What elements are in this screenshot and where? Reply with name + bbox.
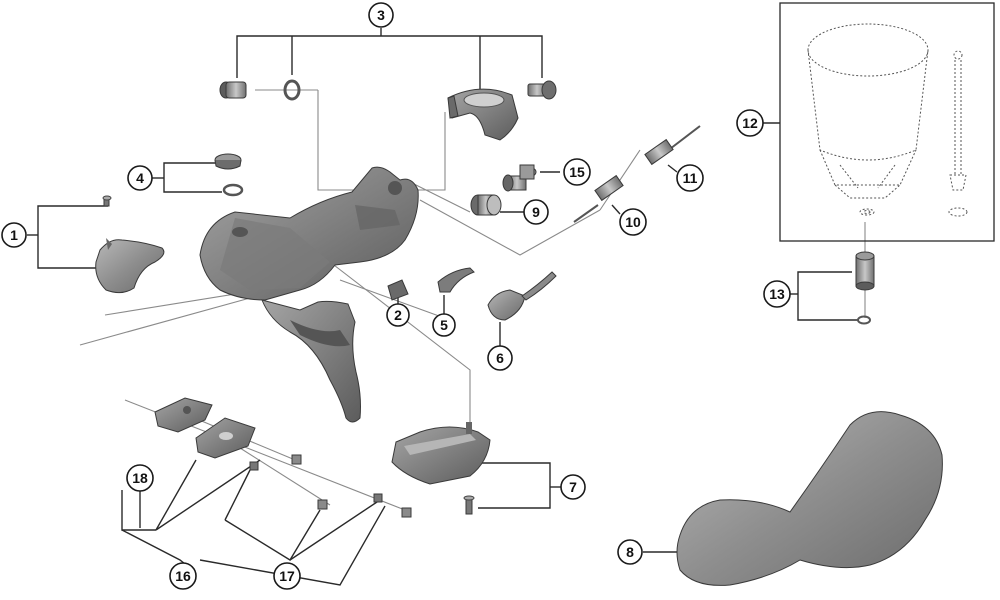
callout-3: 3 — [368, 2, 394, 28]
washer-part-3 — [283, 79, 301, 101]
cable-end-part-10 — [573, 174, 624, 223]
svg-text:7: 7 — [569, 479, 577, 495]
svg-text:8: 8 — [626, 544, 634, 560]
clamp-band-part-3 — [447, 88, 519, 141]
callout-16: 16 — [169, 562, 197, 590]
svg-text:10: 10 — [625, 214, 641, 230]
callout-8: 8 — [617, 539, 643, 565]
svg-text:3: 3 — [377, 7, 385, 23]
callout-7: 7 — [560, 474, 586, 500]
svg-text:15: 15 — [569, 164, 585, 180]
bolt-part-3-left — [219, 81, 247, 99]
callout-15: 15 — [563, 158, 591, 186]
svg-text:16: 16 — [175, 568, 191, 584]
screws-part-17 — [249, 454, 412, 518]
bracket-part-18 — [154, 397, 213, 433]
svg-text:9: 9 — [532, 204, 540, 220]
main-lever-body — [199, 166, 419, 423]
callout-9: 9 — [523, 199, 549, 225]
svg-text:6: 6 — [496, 350, 504, 366]
callout-12: 12 — [736, 109, 764, 137]
callout-18: 18 — [126, 464, 154, 492]
svg-text:4: 4 — [136, 170, 144, 186]
callout-4: 4 — [127, 165, 153, 191]
callout-11: 11 — [676, 164, 704, 192]
svg-text:1: 1 — [10, 227, 18, 243]
lever-part-6 — [487, 271, 557, 321]
svg-text:12: 12 — [742, 115, 758, 131]
svg-text:18: 18 — [132, 470, 148, 486]
bracket-lines — [27, 28, 858, 586]
pawl-part-5 — [437, 267, 475, 293]
svg-text:11: 11 — [683, 170, 698, 186]
cap-part-4 — [214, 153, 244, 197]
callout-10: 10 — [619, 208, 647, 236]
callout-5: 5 — [432, 313, 456, 337]
bushing-part-9 — [470, 194, 502, 216]
cover-part-1 — [95, 195, 165, 294]
callout-6: 6 — [487, 345, 513, 371]
sleeve-part-13 — [855, 251, 875, 325]
spring-part-2 — [387, 279, 409, 301]
adjuster-part-15 — [502, 164, 537, 192]
callout-1: 1 — [1, 222, 27, 248]
svg-text:17: 17 — [279, 568, 295, 584]
cover-part-7 — [391, 422, 491, 515]
callout-13: 13 — [763, 280, 791, 308]
svg-text:5: 5 — [440, 317, 448, 333]
svg-text:2: 2 — [394, 307, 402, 323]
hood-part-8 — [676, 411, 943, 586]
cable-end-part-11 — [644, 125, 701, 166]
bracket-part-16 — [195, 417, 256, 459]
svg-text:13: 13 — [769, 286, 785, 302]
bolt-part-3-right — [527, 80, 557, 100]
callout-2: 2 — [386, 303, 410, 327]
callout-17: 17 — [273, 562, 301, 590]
part-12-box — [779, 2, 995, 242]
